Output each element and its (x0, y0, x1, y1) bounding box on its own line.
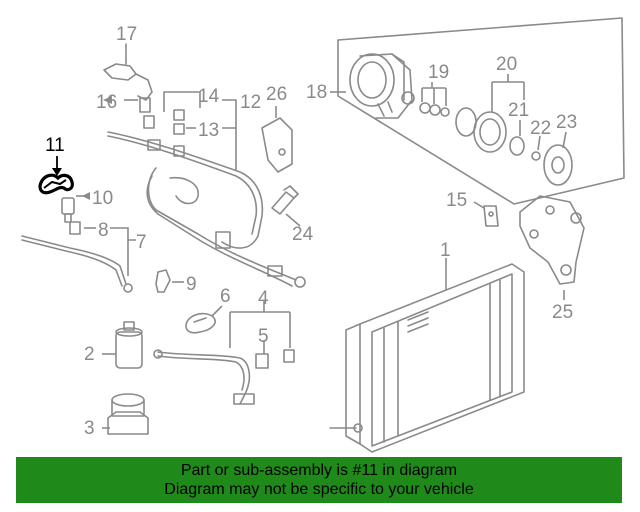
part-info-banner: Part or sub-assembly is #11 in diagram D… (16, 457, 622, 503)
callout-16: 16 (96, 92, 117, 113)
callout-22: 22 (530, 118, 551, 139)
o-ring-part-6 (185, 305, 223, 334)
callout-14: 14 (198, 86, 220, 107)
switch-assembly-16-17 (103, 43, 153, 113)
arrow-16 (103, 96, 112, 104)
snap-ring (531, 151, 541, 161)
liquid-line-7 (21, 227, 136, 293)
callout-7: 7 (136, 232, 147, 253)
callout-21: 21 (508, 100, 529, 121)
hose-clip-part-11 (38, 156, 74, 195)
fitting-13 (173, 123, 185, 135)
callout-11: 11 (45, 135, 65, 156)
condenser-part-1 (329, 258, 525, 453)
suction-line-4-5 (153, 300, 295, 405)
accumulator-part-2 (102, 321, 143, 369)
banner-line-2: Diagram may not be specific to your vehi… (164, 481, 474, 498)
sensor-part-24 (271, 185, 301, 227)
clutch-plate (543, 144, 573, 186)
callout-24: 24 (292, 224, 314, 245)
callout-2: 2 (84, 344, 95, 365)
compressor-illustration (349, 53, 415, 119)
callout-23: 23 (556, 112, 577, 133)
bracket-part-26 (261, 106, 293, 173)
callout-19: 19 (428, 62, 449, 83)
callout-1: 1 (440, 240, 451, 261)
callout-3: 3 (84, 418, 95, 439)
callout-8: 8 (98, 220, 109, 241)
valve-part-10 (61, 195, 88, 223)
hose-assembly-12 (107, 91, 306, 288)
callout-18: 18 (306, 82, 327, 103)
mounting-bracket-part-25 (519, 195, 585, 300)
o-ring-19c (440, 107, 450, 117)
callout-13: 13 (198, 120, 219, 141)
callout-26: 26 (266, 84, 287, 105)
pulley (473, 111, 507, 153)
callout-9: 9 (186, 274, 197, 295)
callout-15: 15 (446, 190, 467, 211)
o-ring-19b (429, 104, 441, 116)
fitting-part-8 (69, 221, 96, 235)
compressor-detail-panel (337, 17, 625, 205)
parts-diagram: 17 16 11 10 8 7 9 14 13 12 26 24 6 4 5 2… (21, 17, 625, 453)
clip-part-9 (155, 269, 184, 293)
arrow-10 (82, 192, 90, 200)
callout-12: 12 (240, 92, 261, 113)
callout-4: 4 (258, 288, 269, 309)
callout-20: 20 (496, 54, 517, 75)
bearing (509, 136, 525, 156)
banner-line-1: Part or sub-assembly is #11 in diagram (180, 462, 458, 479)
callout-17: 17 (116, 24, 137, 45)
callout-10: 10 (92, 188, 113, 209)
bracket-part-15 (473, 201, 499, 227)
mount-bracket-part-3 (102, 393, 149, 435)
fitting-14a (143, 115, 155, 129)
fitting-14b (173, 109, 185, 121)
callout-25: 25 (552, 302, 573, 323)
callout-6: 6 (220, 286, 231, 307)
callout-5: 5 (258, 326, 269, 347)
